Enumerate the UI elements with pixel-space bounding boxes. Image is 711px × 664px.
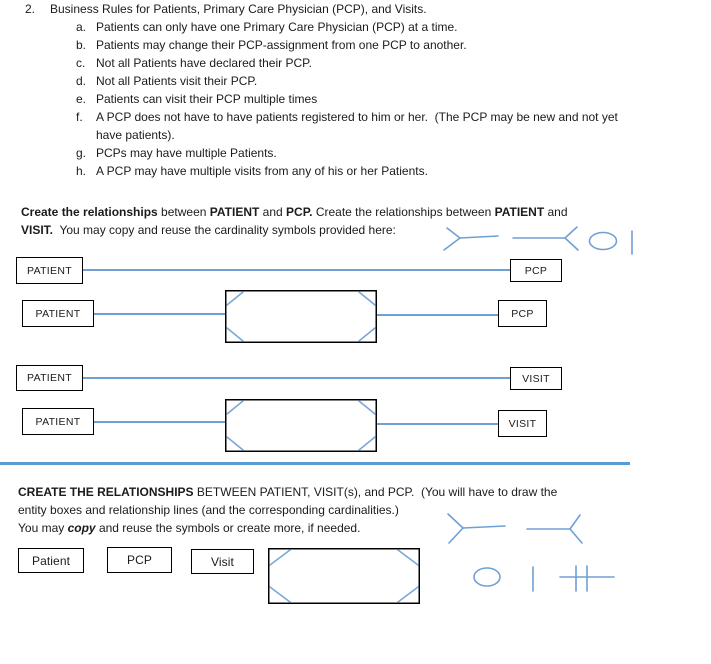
- text-segment: Create the relationships between: [312, 205, 495, 219]
- entity-label: PATIENT: [27, 264, 72, 277]
- entity-label: PATIENT: [35, 307, 81, 320]
- text-segment: Create the relationships: [21, 205, 158, 219]
- entity-label: PATIENT: [35, 415, 81, 428]
- rule-item-b: b. Patients may change their PCP-assignme…: [0, 36, 680, 54]
- entity-box-patient-row4[interactable]: PATIENT: [22, 408, 94, 435]
- instructions-paragraph-1: Create the relationships between PATIENT…: [21, 203, 676, 239]
- relationship-line[interactable]: [94, 313, 225, 315]
- text-segment: copy: [67, 521, 96, 535]
- rule-text: A PCP does not have to have patients reg…: [96, 110, 618, 142]
- entity-label: PCP: [511, 307, 534, 320]
- text-segment: and reuse the symbols or create more, if…: [95, 521, 361, 535]
- chamfer-corner-lines: [226, 400, 376, 451]
- text-segment: VISIT.: [21, 223, 54, 237]
- business-rules-list: 2. Business Rules for Patients, Primary C…: [0, 0, 680, 180]
- entity-box-visit-row4[interactable]: VISIT: [498, 410, 547, 437]
- instructions-paragraph-2: CREATE THE RELATIONSHIPS BETWEEN PATIENT…: [18, 483, 618, 537]
- text-segment: PCP.: [286, 205, 313, 219]
- entity-label: PCP: [524, 264, 548, 277]
- rule-letter: h.: [76, 164, 87, 178]
- double-bar-one-and-only-one-icon[interactable]: [559, 565, 615, 592]
- rules-number: 2.: [25, 2, 36, 16]
- rules-heading: 2. Business Rules for Patients, Primary C…: [0, 0, 680, 18]
- circle-optional-icon[interactable]: [588, 231, 618, 251]
- chamfer-corner-lines: [226, 291, 376, 342]
- text-segment: You may copy and reuse the cardinality s…: [53, 223, 396, 237]
- entity-box-visit-template[interactable]: Visit: [191, 549, 254, 574]
- entity-box-pcp-row2[interactable]: PCP: [498, 300, 547, 327]
- rule-letter: c.: [76, 56, 86, 70]
- rule-letter: g.: [76, 146, 87, 160]
- rule-text: Not all Patients visit their PCP.: [96, 74, 258, 88]
- relationship-line[interactable]: [83, 269, 510, 271]
- rule-text: Patients may change their PCP-assignment…: [96, 38, 467, 52]
- circle-optional-icon[interactable]: [473, 567, 501, 587]
- relationship-box-template[interactable]: [268, 548, 420, 604]
- entity-label: Patient: [31, 553, 71, 568]
- crows-foot-many-right-icon[interactable]: [512, 226, 579, 251]
- rule-letter: d.: [76, 74, 87, 88]
- rule-text: Patients can visit their PCP multiple ti…: [96, 92, 318, 106]
- rule-item-a: a. Patients can only have one Primary Car…: [0, 18, 680, 36]
- section-divider: [0, 462, 630, 465]
- text-segment: BETWEEN PATIENT, VISIT(s), and PCP. (You…: [18, 485, 558, 535]
- rule-item-e: e. Patients can visit their PCP multiple …: [0, 90, 680, 108]
- relationship-line[interactable]: [377, 314, 498, 316]
- rule-letter: f.: [76, 110, 83, 124]
- entity-box-pcp-template[interactable]: PCP: [107, 547, 172, 573]
- rule-item-d: d. Not all Patients visit their PCP.: [0, 72, 680, 90]
- rule-item-g: g. PCPs may have multiple Patients.: [0, 144, 680, 162]
- crows-foot-many-left-icon[interactable]: [447, 513, 506, 544]
- relationship-box[interactable]: [225, 290, 377, 343]
- entity-label: PATIENT: [27, 372, 72, 384]
- entity-box-patient-row3[interactable]: PATIENT: [16, 365, 83, 391]
- entity-label: VISIT: [508, 417, 537, 430]
- text-segment: PATIENT: [209, 205, 260, 219]
- rule-item-c: c. Not all Patients have declared their P…: [0, 54, 680, 72]
- cardinality-symbols-bottom: [447, 513, 615, 592]
- relationship-line[interactable]: [377, 423, 498, 425]
- chamfer-corner-lines: [269, 549, 419, 603]
- entity-label: PCP: [127, 553, 152, 567]
- rule-letter: a.: [76, 20, 87, 34]
- rule-text: Patients can only have one Primary Care …: [96, 20, 458, 34]
- entity-box-visit-row3[interactable]: VISIT: [510, 367, 562, 390]
- rule-text: PCPs may have multiple Patients.: [96, 146, 277, 160]
- crows-foot-many-right-icon[interactable]: [526, 514, 583, 544]
- rules-title-text: Business Rules for Patients, Primary Car…: [50, 2, 427, 16]
- text-segment: CREATE THE RELATIONSHIPS: [18, 485, 194, 499]
- entity-label: Visit: [211, 554, 234, 569]
- text-segment: and: [259, 205, 287, 219]
- rule-item-f: f. A PCP does not have to have patients r…: [0, 108, 680, 144]
- rule-text: Not all Patients have declared their PCP…: [96, 56, 312, 70]
- rule-item-h: h. A PCP may have multiple visits from an…: [0, 162, 680, 180]
- relationship-box[interactable]: [225, 399, 377, 452]
- cardinality-symbols-top: [443, 226, 633, 255]
- text-segment: PATIENT: [494, 205, 545, 219]
- entity-label: VISIT: [522, 372, 550, 385]
- text-segment: and: [547, 205, 568, 219]
- entity-box-patient-template[interactable]: Patient: [18, 548, 84, 573]
- entity-box-pcp-row1[interactable]: PCP: [510, 259, 562, 282]
- rule-letter: e.: [76, 92, 87, 106]
- rule-text: A PCP may have multiple visits from any …: [96, 164, 428, 178]
- entity-box-patient-row2[interactable]: PATIENT: [22, 300, 94, 327]
- relationship-line[interactable]: [94, 421, 225, 423]
- relationship-line[interactable]: [83, 377, 510, 379]
- crows-foot-many-left-icon[interactable]: [443, 227, 499, 251]
- text-segment: between: [157, 205, 210, 219]
- rule-letter: b.: [76, 38, 87, 52]
- entity-box-patient-row1[interactable]: PATIENT: [16, 257, 83, 284]
